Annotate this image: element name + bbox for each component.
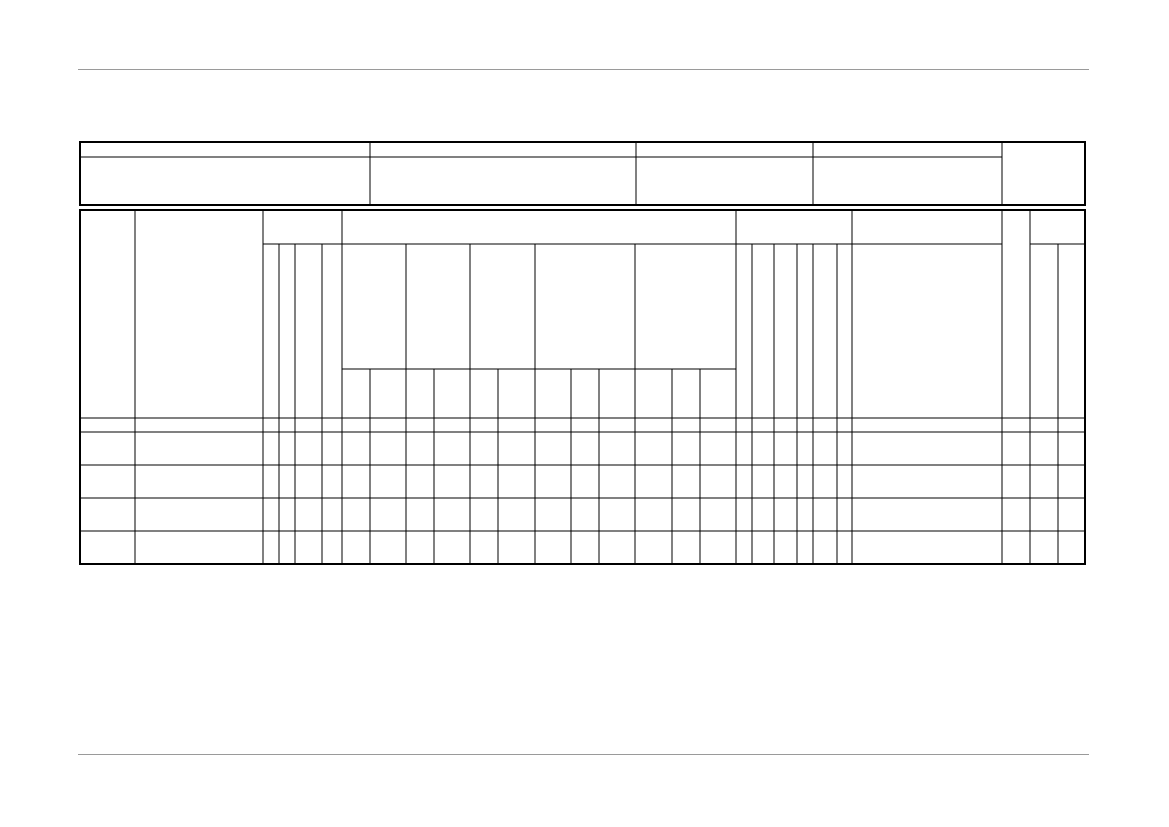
page-header-rule [78, 69, 1089, 70]
header-block-frame [79, 141, 1086, 206]
main-table [79, 209, 1086, 565]
header-block [79, 141, 1086, 206]
page-footer-rule [78, 754, 1089, 755]
main-table-frame [79, 209, 1086, 565]
